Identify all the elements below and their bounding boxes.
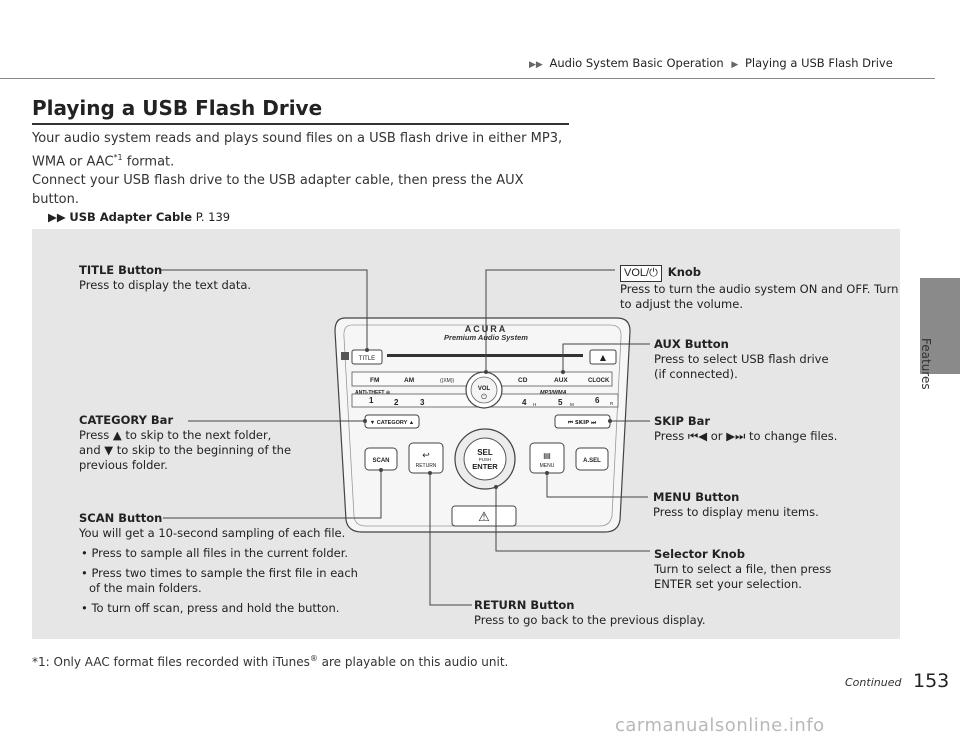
am-button[interactable]: AM: [404, 377, 414, 384]
svg-text:PUSH: PUSH: [479, 457, 492, 462]
eject-button[interactable]: [589, 349, 617, 365]
preset-2-button[interactable]: 2: [394, 398, 399, 407]
faceplate: [334, 317, 631, 533]
preset-1-button[interactable]: 1: [369, 396, 374, 405]
footnote: *1: Only AAC format files recorded with …: [32, 654, 509, 669]
arrow-icon: ▶▶: [529, 60, 543, 70]
callout-knob: VOL/⏻Knob Press to turn the audio system…: [620, 265, 899, 311]
svg-text:TITLE: TITLE: [359, 356, 375, 362]
svg-text:R: R: [610, 401, 614, 406]
return-icon: ↩: [422, 451, 430, 461]
svg-text:▼ CATEGORY ▲: ▼ CATEGORY ▲: [370, 420, 414, 426]
watermark: carmanualsonline.info: [615, 715, 825, 736]
callout-selector-knob: Selector Knob Turn to select a file, the…: [654, 547, 832, 591]
callout-return-button: RETURN Button Press to go back to the pr…: [474, 598, 706, 627]
svg-text:▲: ▲: [600, 353, 607, 362]
callout-leader-lines: [159, 269, 650, 606]
header-divider: [0, 78, 935, 79]
cd-slot: [387, 354, 583, 357]
hazard-icon: ⚠: [478, 510, 490, 525]
continued-label: Continued: [845, 676, 902, 689]
callout-menu-button: MENU Button Press to display menu items.: [653, 490, 819, 519]
list-item: • Press two times to sample the first fi…: [81, 566, 358, 595]
list-item: • To turn off scan, press and hold the b…: [81, 601, 340, 615]
callout-scan-button: SCAN Button You will get a 10-second sam…: [79, 511, 369, 616]
svg-text:⏮ SKIP ⏭: ⏮ SKIP ⏭: [568, 420, 596, 426]
clock-button[interactable]: CLOCK: [588, 378, 610, 384]
callout-skip-bar: SKIP Bar Press ⏮◀ or ▶⏭ to change files.: [654, 414, 838, 443]
menu-icon: ▤: [543, 451, 551, 460]
svg-text:M: M: [570, 402, 574, 407]
power-icon: ⏻: [481, 393, 487, 401]
svg-text:RETURN: RETURN: [416, 463, 437, 469]
svg-text:A.SEL: A.SEL: [583, 458, 601, 464]
page-title: Playing a USB Flash Drive: [32, 96, 323, 120]
brand-logo: ACURA: [465, 324, 508, 334]
svg-text:H: H: [533, 402, 536, 407]
intro-paragraph-1: Your audio system reads and plays sound …: [32, 131, 563, 170]
link-arrow-icon: ▶▶: [48, 210, 66, 224]
aux-button[interactable]: AUX: [554, 377, 568, 384]
breadcrumb-current: Playing a USB Flash Drive: [744, 56, 893, 70]
title-underline: [32, 123, 569, 125]
mp3-wma-logo: MP3/WMA: [540, 390, 567, 396]
svg-text:VOL: VOL: [478, 386, 491, 392]
arrow-icon: ▶: [731, 60, 739, 70]
fm-button[interactable]: FM: [370, 377, 379, 384]
display-icon: [341, 352, 349, 360]
preset-5-button[interactable]: 5: [558, 398, 563, 407]
breadcrumb: ▶▶ Audio System Basic Operation ▶ Playin…: [529, 56, 893, 70]
list-item: • Press to sample all files in the curre…: [81, 546, 349, 560]
anti-theft-indicator: ANTI-THEFT ◎: [355, 390, 391, 396]
a-sel-button[interactable]: [575, 447, 609, 471]
callout-category-bar: CATEGORY Bar Press ▲ to skip to the next…: [79, 413, 292, 472]
vol-power-icon: VOL/⏻: [620, 265, 662, 282]
callout-title-button: TITLE Button Press to display the text d…: [79, 263, 252, 292]
svg-text:ENTER: ENTER: [472, 462, 498, 471]
xm-button[interactable]: ((XM)): [440, 378, 454, 384]
svg-text:SCAN: SCAN: [372, 458, 389, 464]
svg-text:MENU: MENU: [540, 463, 555, 469]
preset-4-button[interactable]: 4: [522, 398, 527, 407]
cd-button[interactable]: CD: [518, 377, 528, 384]
return-button[interactable]: [408, 442, 444, 474]
svg-text:SEL: SEL: [477, 448, 493, 457]
xref-page: P. 139: [195, 210, 231, 224]
preset-3-button[interactable]: 3: [420, 398, 425, 407]
preset-6-button[interactable]: 6: [595, 396, 600, 405]
xref-link[interactable]: USB Adapter Cable: [69, 210, 193, 224]
side-tab-marker: [920, 278, 960, 374]
callout-aux-button: AUX Button Press to select USB flash dri…: [654, 337, 829, 381]
cross-reference[interactable]: ▶▶ USB Adapter Cable P. 139: [48, 210, 230, 224]
intro-paragraph-2: Connect your USB flash drive to the USB …: [32, 173, 524, 207]
footnote-ref: *1: [113, 153, 123, 162]
page-number: 153: [913, 670, 950, 692]
breadcrumb-section[interactable]: Audio System Basic Operation: [549, 56, 724, 70]
hazard-button[interactable]: [451, 505, 517, 527]
